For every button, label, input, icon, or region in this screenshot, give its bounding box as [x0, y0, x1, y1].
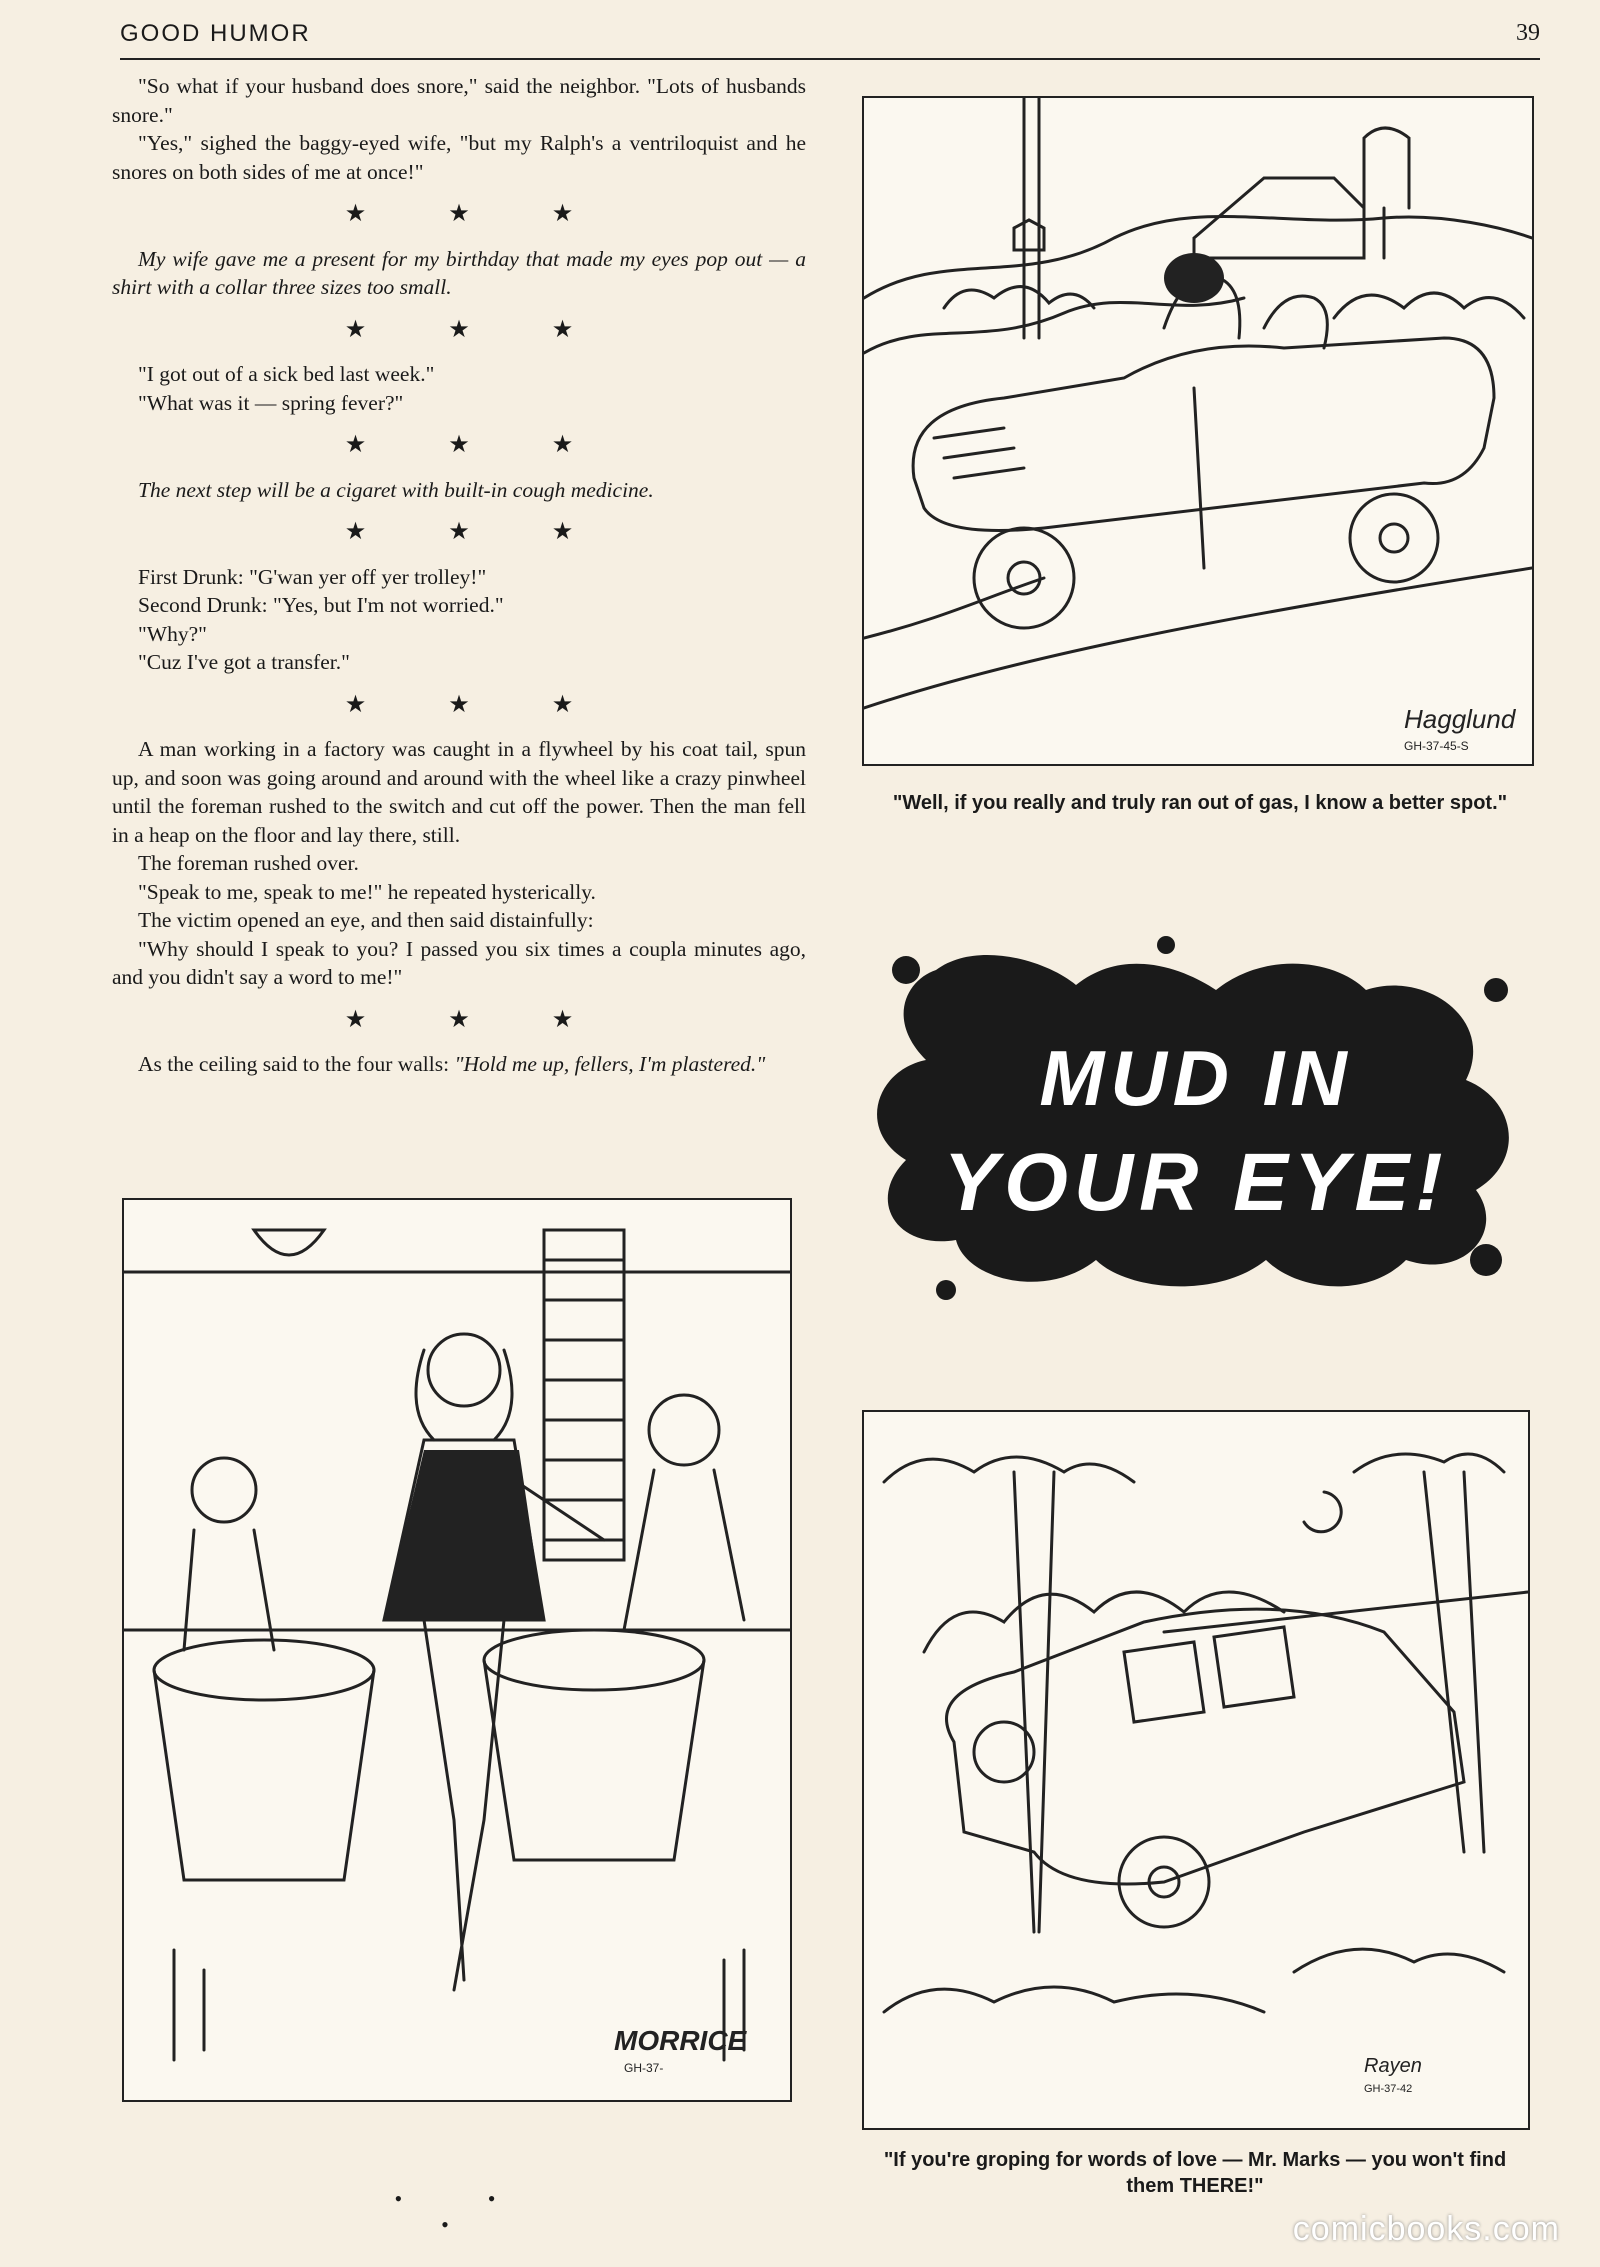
cartoon-car-caption: "Well, if you really and truly ran out o… [892, 792, 1508, 814]
woods-signature: Rayen [1364, 2055, 1422, 2077]
joke-line: A man working in a factory was caught in… [112, 737, 806, 847]
star-separator: ★ ★ ★ [344, 201, 612, 227]
mud-splat-graphic: MUD IN YOUR EYE! [877, 936, 1509, 1300]
star-separator: ★ ★ ★ [344, 691, 612, 718]
jokes-column: "So what if your husband does snore," sa… [112, 72, 806, 1079]
joke-cigaret: The next step will be a cigaret with bui… [112, 476, 806, 505]
joke-flywheel: A man working in a factory was caught in… [112, 735, 806, 992]
joke-line: First Drunk: "G'wan yer off yer trolley!… [138, 564, 487, 589]
joke-line: "Why should I speak to you? I passed you… [112, 936, 806, 990]
car-illustration: Hagglund GH-37-45-S [862, 96, 1534, 753]
joke-line: "I got out of a sick bed last week." [138, 362, 435, 386]
cartoon-woods-panel: Rayen GH-37-42 [862, 1410, 1530, 2130]
woods-code: GH-37-42 [1364, 2083, 1412, 2095]
joke-line: As the ceiling said to the four walls: [138, 1052, 455, 1076]
car-code: GH-37-45-S [1404, 739, 1469, 753]
star-separator: ★ ★ ★ [344, 1006, 612, 1033]
waitress-illustration: MORRICE GH-37- [122, 1228, 792, 2075]
joke-shirt: My wife gave me a present for my birthda… [112, 245, 806, 302]
joke-sick-bed: "I got out of a sick bed last week." "Wh… [112, 360, 806, 417]
joke-line: My wife gave me a present for my birthda… [112, 246, 806, 300]
mud-title-splat: MUD IN YOUR EYE! [866, 930, 1526, 1310]
joke-line: Second Drunk: "Yes, but I'm not worried.… [138, 593, 504, 617]
magazine-title: GOOD HUMOR [120, 20, 311, 47]
bottom-separator: • • • [394, 2186, 536, 2237]
cartoon-waitress-panel: MORRICE GH-37- [122, 1198, 792, 2102]
joke-line: "So what if your husband does snore," sa… [112, 74, 806, 127]
cartoon-car-panel: Hagglund GH-37-45-S [862, 96, 1534, 766]
star-separator: ★ ★ ★ [344, 432, 612, 458]
joke-line: "What was it — spring fever?" [138, 390, 404, 415]
woods-illustration: Rayen GH-37-42 [882, 1452, 1530, 2095]
joke-line: The foreman rushed over. [138, 851, 359, 875]
star-separator: ★ ★ ★ [344, 519, 612, 545]
page-header: GOOD HUMOR 39 [120, 14, 1540, 60]
joke-drunks: First Drunk: "G'wan yer off yer trolley!… [112, 563, 806, 677]
watermark-text: comicbooks.com [1292, 2210, 1560, 2248]
joke-line: "Speak to me, speak to me!" he repeated … [138, 879, 596, 904]
waitress-signature: MORRICE [614, 2025, 748, 2056]
joke-quote: "Hold me up, fellers, I'm plastered." [454, 1052, 766, 1076]
joke-line: The next step will be a cigaret with bui… [138, 477, 654, 502]
joke-ceiling: As the ceiling said to the four walls: "… [112, 1050, 806, 1079]
car-signature: Hagglund [1404, 704, 1517, 734]
cartoon-woods-caption: "If you're groping for words of love — M… [883, 2149, 1507, 2197]
joke-line: "Why?" [138, 621, 207, 646]
page-number: 39 [1516, 20, 1540, 46]
mud-title-line1: MUD IN [1039, 1034, 1352, 1122]
joke-line: The victim opened an eye, and then said … [138, 908, 594, 932]
joke-line: "Cuz I've got a transfer." [138, 650, 350, 674]
waitress-code: GH-37- [624, 2061, 663, 2075]
star-separator: ★ ★ ★ [344, 316, 612, 343]
joke-snore: "So what if your husband does snore," sa… [112, 72, 806, 186]
joke-line: "Yes," sighed the baggy-eyed wife, "but … [112, 131, 806, 184]
mud-title-line2: YOUR EYE! [943, 1137, 1448, 1228]
